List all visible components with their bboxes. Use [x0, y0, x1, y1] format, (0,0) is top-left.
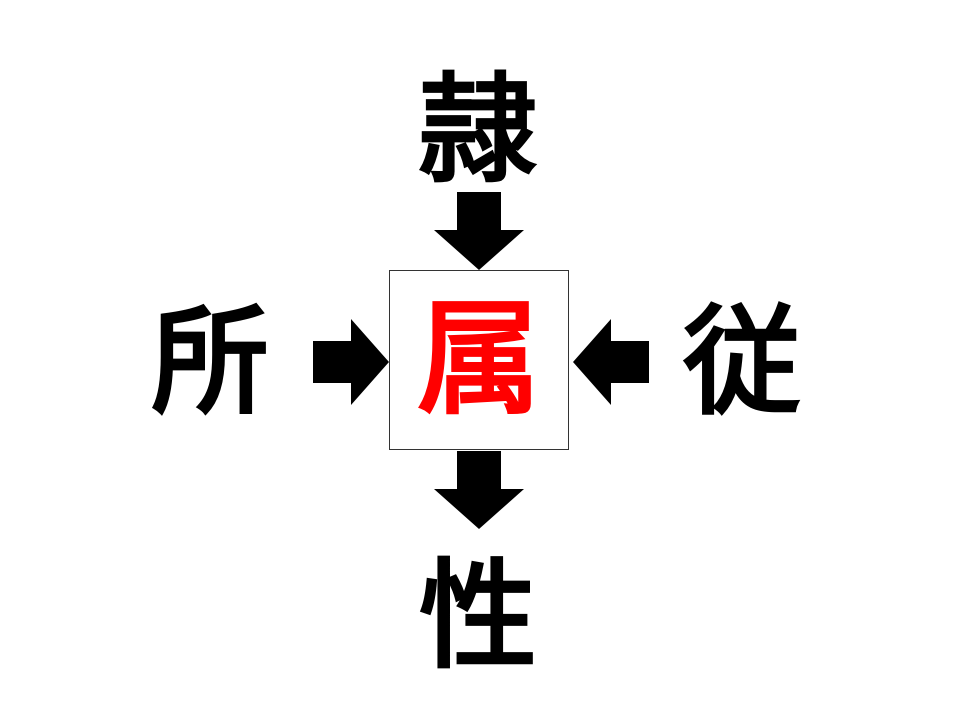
bottom-kanji: 性 — [418, 547, 537, 685]
top-kanji: 隷 — [418, 61, 537, 199]
arrow-down-icon — [434, 192, 524, 270]
arrow-right-icon — [313, 319, 389, 405]
left-kanji: 所 — [150, 293, 269, 431]
arrow-left-icon — [573, 319, 649, 405]
answer-kanji: 属 — [416, 288, 541, 432]
right-kanji: 従 — [682, 293, 801, 431]
arrow-down-icon — [434, 451, 524, 529]
answer-box: 属 — [389, 270, 569, 450]
